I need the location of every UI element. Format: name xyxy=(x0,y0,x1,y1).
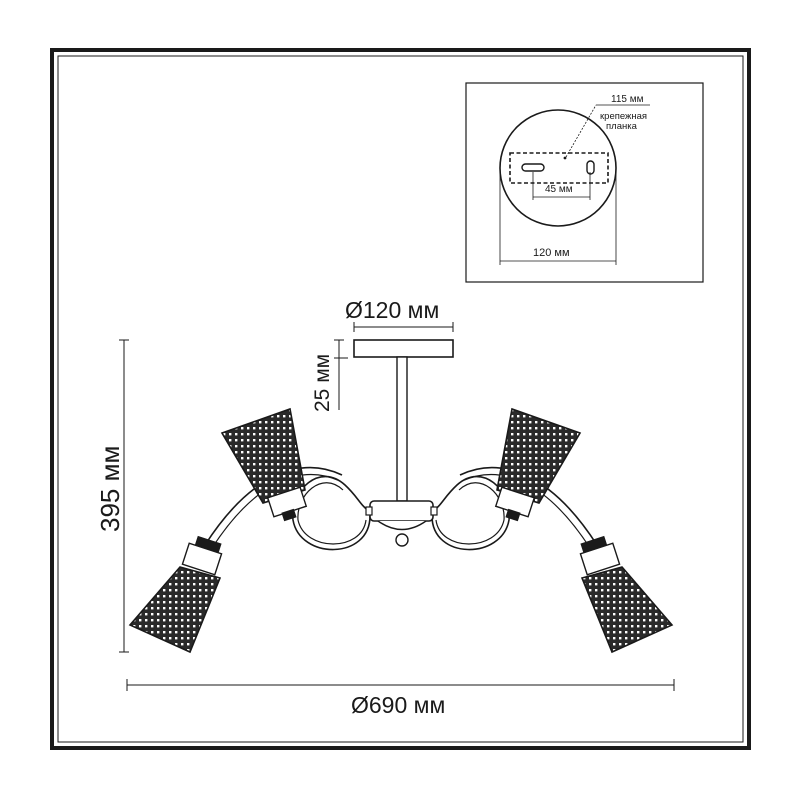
plate-slot-left xyxy=(521,163,545,172)
inset-plate-length: 115 мм xyxy=(611,94,644,105)
shade-upper-left xyxy=(220,407,308,522)
plate-center-dot xyxy=(563,156,567,160)
dim-total-diameter: Ø690 мм xyxy=(351,692,445,718)
mounting-inset: 115 мм крепежная планка 45 мм 120 мм xyxy=(465,82,704,283)
shade-lower-left xyxy=(128,535,223,654)
arm-right-inner-2 xyxy=(435,482,505,545)
shade-lower-right xyxy=(579,535,674,654)
hub-bottom xyxy=(377,520,427,531)
arm-left-inner-2 xyxy=(297,482,367,545)
inset-plate-label-1: крепежная xyxy=(600,111,647,122)
mounting-plate xyxy=(509,152,609,184)
inset-base-circle xyxy=(499,109,617,227)
dimension-lines xyxy=(119,322,675,691)
shade-upper-right xyxy=(494,407,582,522)
inset-base-diameter: 120 мм xyxy=(533,247,570,259)
dim-mount-diameter: Ø120 мм xyxy=(345,297,439,323)
rod xyxy=(396,356,408,502)
dim-mount-height: 25 мм xyxy=(311,354,334,412)
dim-total-height: 395 мм xyxy=(95,446,125,532)
hub-finial xyxy=(395,533,409,547)
lamp-body xyxy=(128,339,674,654)
inset-plate-label-2: планка xyxy=(606,121,638,132)
inset-hole-spacing: 45 мм xyxy=(545,184,573,195)
ceiling-canopy xyxy=(353,339,454,358)
plate-slot-right xyxy=(586,160,595,175)
outer-frame xyxy=(50,48,751,750)
hub xyxy=(369,500,434,522)
inner-frame xyxy=(57,55,744,743)
